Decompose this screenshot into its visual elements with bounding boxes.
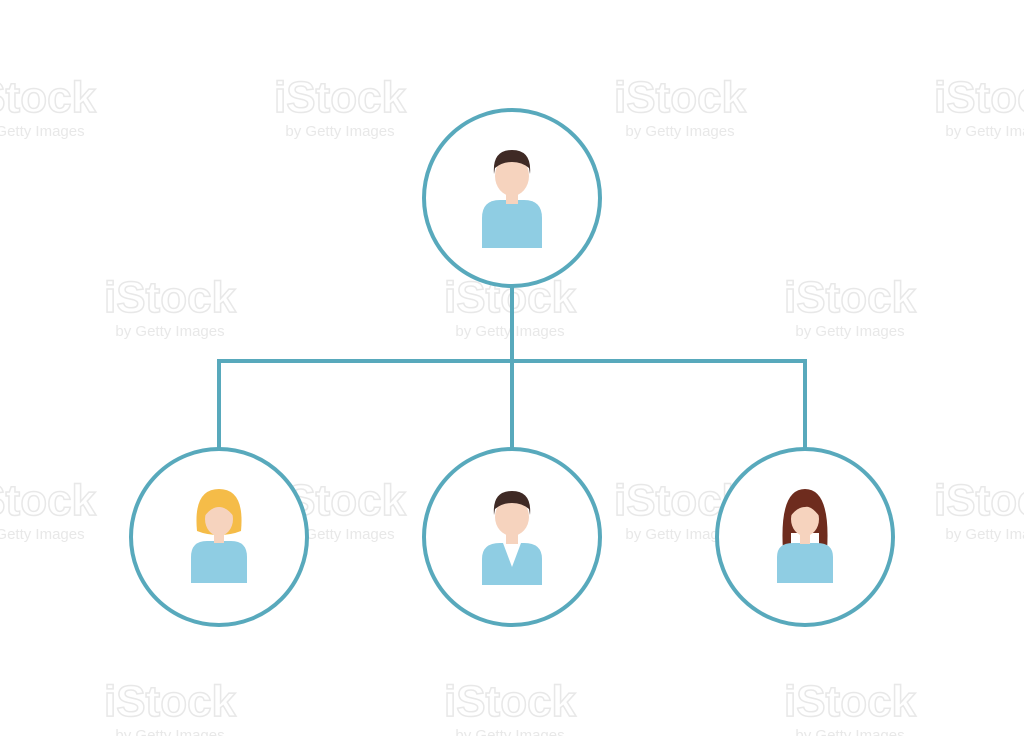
watermark-tagline: by Getty Images xyxy=(455,727,564,736)
watermark-brand: iStock xyxy=(0,73,97,122)
watermark-brand: iStock xyxy=(784,273,917,322)
watermark-tagline: by Getty Images xyxy=(285,526,394,543)
watermark-tagline: by Getty Images xyxy=(115,323,224,340)
man-suit-avatar-icon xyxy=(482,491,542,585)
watermark-brand: iStock xyxy=(614,73,747,122)
woman-blonde-avatar-icon xyxy=(191,489,247,583)
woman-brown-avatar-icon xyxy=(777,489,833,583)
node-left xyxy=(129,447,309,627)
connector-lines xyxy=(217,285,807,450)
watermark-brand: iStock xyxy=(784,677,917,726)
watermark-tagline: by Getty Images xyxy=(625,526,734,543)
watermark-tagline: by Getty Images xyxy=(0,526,85,543)
watermark-tagline: by Getty Images xyxy=(945,123,1024,140)
watermark-brand: iStock xyxy=(104,273,237,322)
watermark-tagline: by Getty Images xyxy=(115,727,224,736)
node-right xyxy=(715,447,895,627)
watermark-tagline: by Getty Images xyxy=(285,123,394,140)
node-center xyxy=(422,447,602,627)
watermark-tagline: by Getty Images xyxy=(625,123,734,140)
watermark-tagline: by Getty Images xyxy=(795,323,904,340)
node-top xyxy=(422,108,602,288)
watermark-tagline: by Getty Images xyxy=(945,526,1024,543)
watermark-brand: iStock xyxy=(0,476,97,525)
watermark-brand: iStock xyxy=(444,677,577,726)
watermark-brand: iStock xyxy=(104,677,237,726)
watermark-brand: iStock xyxy=(934,73,1024,122)
watermark-tagline: by Getty Images xyxy=(795,727,904,736)
watermark-brand: iStock xyxy=(274,73,407,122)
man-avatar-icon xyxy=(482,150,542,248)
watermark-tagline: by Getty Images xyxy=(0,123,85,140)
watermark-brand: iStock xyxy=(934,476,1024,525)
